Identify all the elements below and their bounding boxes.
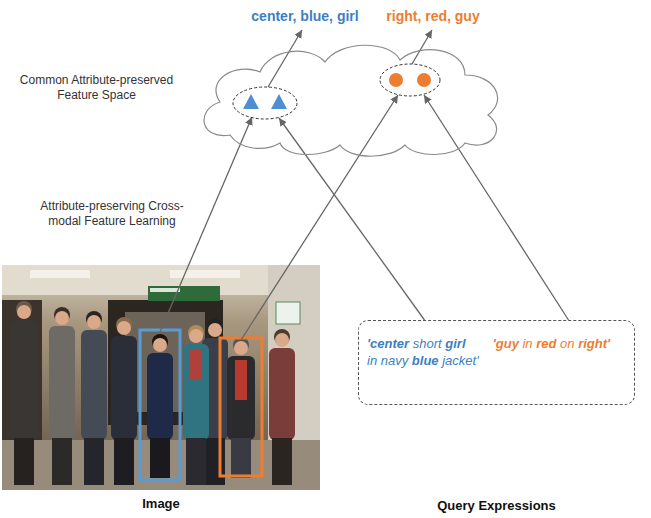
query-expression: 'guy in red on right': [493, 336, 611, 353]
photo-light: [30, 270, 90, 278]
feature-point: [389, 73, 403, 87]
photo-person: [153, 338, 167, 352]
photo-person: [52, 438, 72, 485]
photo-person: [208, 323, 222, 337]
photo-person: [190, 350, 202, 380]
feature-point: [271, 94, 287, 109]
photo-person: [227, 356, 255, 440]
cloud-outline: [190, 40, 510, 152]
photo-person: [81, 330, 107, 440]
word: red: [536, 336, 556, 351]
photo-person: [84, 438, 104, 485]
cluster-ellipse: [380, 64, 440, 96]
bounding-box: [140, 330, 180, 480]
word: blue: [412, 353, 439, 368]
bounding-box: [220, 338, 262, 476]
query-box: 'center short girl in navy blue jacket''…: [358, 320, 635, 405]
image-panel: Image: [2, 265, 320, 490]
photo-person: [189, 329, 203, 343]
photo-person: [49, 326, 75, 440]
word: on: [560, 336, 574, 351]
photo-person: [55, 311, 69, 325]
photo-sign: [148, 286, 220, 301]
photo-person: [114, 438, 134, 485]
feature-link: [279, 118, 424, 320]
photo-person: [205, 438, 225, 485]
output-arrow: [268, 30, 302, 87]
word: right': [578, 336, 610, 351]
photo-person: [235, 360, 247, 400]
panel-caption: Image: [142, 496, 180, 511]
panel-caption: Query Expressions: [437, 498, 556, 513]
photo-person: [87, 315, 101, 329]
photo-person: [117, 321, 131, 335]
output-arrow: [412, 30, 432, 64]
process-label: Attribute-preserving Cross-modal Feature…: [27, 198, 197, 230]
word: jacket': [442, 353, 478, 368]
photo-person: [147, 353, 173, 440]
photo-sign: [150, 288, 180, 292]
photo-wall: [2, 300, 42, 440]
photo-person: [10, 320, 38, 440]
attribute-label: right, red, guy: [386, 8, 479, 24]
feature-link: [241, 95, 398, 340]
photo-wall: [2, 265, 320, 490]
photo-person: [234, 341, 248, 355]
photo-person: [231, 438, 251, 478]
photo-sign: [276, 302, 300, 324]
photo: [2, 265, 320, 490]
photo-person: [111, 336, 137, 440]
word: short: [413, 336, 442, 351]
feature-space-cloud: Common Attribute-preserved Feature Space: [190, 40, 510, 152]
photo-person: [272, 438, 292, 485]
photo-person: [150, 438, 170, 478]
attribute-label: center, blue, girl: [251, 8, 358, 24]
photo-light: [170, 270, 240, 278]
feature-point: [243, 94, 259, 109]
word: in: [522, 336, 532, 351]
cloud-shape: [204, 45, 498, 156]
word: 'guy: [493, 336, 519, 351]
feature-point: [417, 73, 431, 87]
word: navy: [381, 353, 408, 368]
cluster-ellipse: [233, 87, 297, 119]
word: girl: [445, 336, 465, 351]
space-label: Common Attribute-preserved Feature Space: [9, 73, 184, 103]
photo-person: [14, 438, 34, 485]
photo-person: [17, 305, 31, 319]
word: 'center: [367, 336, 409, 351]
photo-person: [183, 344, 209, 440]
word: in: [367, 353, 377, 368]
query-expression: 'center short girl in navy blue jacket': [367, 336, 479, 370]
photo-person: [186, 438, 206, 485]
photo-person: [275, 333, 289, 347]
photo-person: [269, 348, 295, 440]
